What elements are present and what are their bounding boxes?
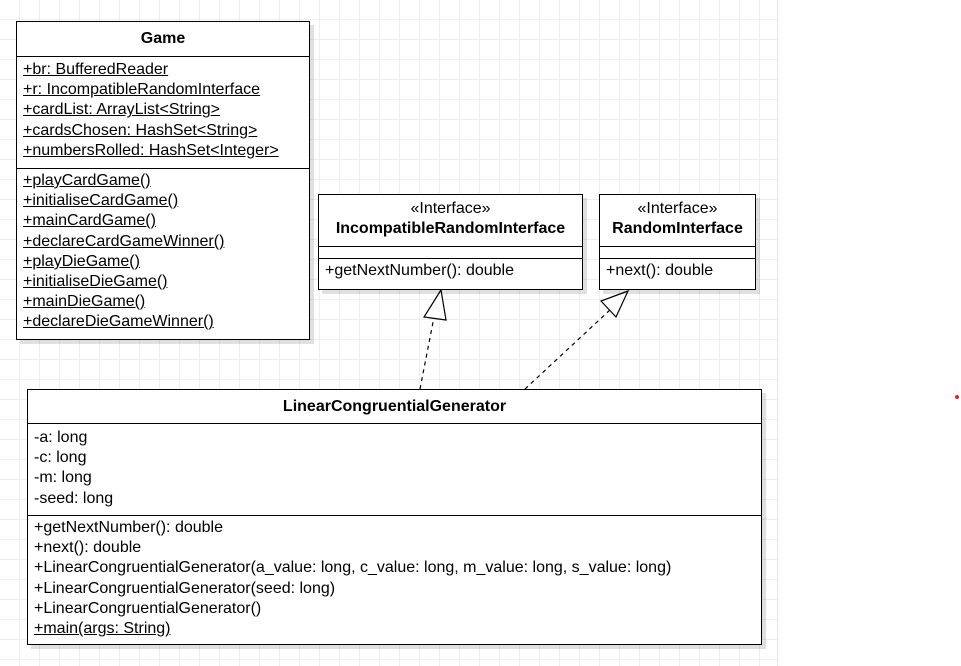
attribute: -a: long [34,429,88,446]
method: +initialiseCardGame() [23,192,179,210]
attribute: +br: BufferedReader [23,61,169,78]
attribute: +r: IncompatibleRandomInterface [23,81,261,99]
class-game-attributes: +br: BufferedReader +r: IncompatibleRand… [17,57,309,169]
interface-incompatible-attributes [319,247,582,259]
interface-incompatible-name: IncompatibleRandomInterface [335,220,566,237]
method: +mainDieGame() [23,293,146,311]
attribute: +cardList: ArrayList<String> [23,101,220,119]
interface-incompatible-random[interactable]: «Interface» IncompatibleRandomInterface … [318,194,583,290]
attribute: -m: long [34,469,92,487]
interface-incompatible-header: «Interface» IncompatibleRandomInterface [319,195,582,247]
realization-arrowhead-random [599,289,630,319]
interface-random-methods: +next(): double [600,259,755,281]
canvas-edge [777,0,778,666]
class-game[interactable]: Game +br: BufferedReader +r: Incompatibl… [16,21,310,340]
realization-edge-incompatible[interactable] [419,311,436,390]
attribute: +cardsChosen: HashSet<String> [23,121,258,139]
class-game-methods: +playCardGame() +initialiseCardGame() +m… [17,169,309,333]
attribute: -c: long [34,449,87,467]
method: +next(): double [606,262,714,279]
method: +getNextNumber(): double [34,519,223,536]
class-lcg-methods: +getNextNumber(): double +next(): double… [28,516,761,639]
class-linear-congruential-generator[interactable]: LinearCongruentialGenerator -a: long -c:… [27,389,762,645]
attribute: -seed: long [34,489,114,507]
class-lcg-name: LinearCongruentialGenerator [282,398,507,415]
class-lcg-attributes: -a: long -c: long -m: long -seed: long [28,424,761,516]
interface-random-header: «Interface» RandomInterface [600,195,755,247]
class-game-name: Game [140,30,186,47]
attribute: +numbersRolled: HashSet<Integer> [23,141,279,159]
stereotype-label: «Interface» [410,200,491,217]
method: +mainCardGame() [23,212,156,230]
class-game-header: Game [17,22,309,57]
method: +LinearCongruentialGenerator(seed: long) [34,579,336,597]
method: +declareDieGameWinner() [23,313,214,331]
class-lcg-header: LinearCongruentialGenerator [28,390,761,424]
stereotype-label: «Interface» [637,200,718,217]
interface-random[interactable]: «Interface» RandomInterface +next(): dou… [599,194,756,290]
realization-arrowhead-incompatible [422,288,447,321]
method: +LinearCongruentialGenerator() [34,599,262,617]
method: +LinearCongruentialGenerator(a_value: lo… [34,559,672,577]
method: +main(args: String) [34,620,171,638]
method: +initialiseDieGame() [23,273,168,291]
method: +playCardGame() [23,172,151,189]
method: +playDieGame() [23,252,140,270]
interface-incompatible-methods: +getNextNumber(): double [319,259,582,281]
interface-random-attributes [600,247,755,259]
selection-marker [955,395,959,399]
realization-edge-random[interactable] [524,308,612,390]
method: +declareCardGameWinner() [23,232,225,250]
interface-random-name: RandomInterface [612,220,743,237]
method: +next(): double [34,539,142,557]
method: +getNextNumber(): double [325,262,514,279]
